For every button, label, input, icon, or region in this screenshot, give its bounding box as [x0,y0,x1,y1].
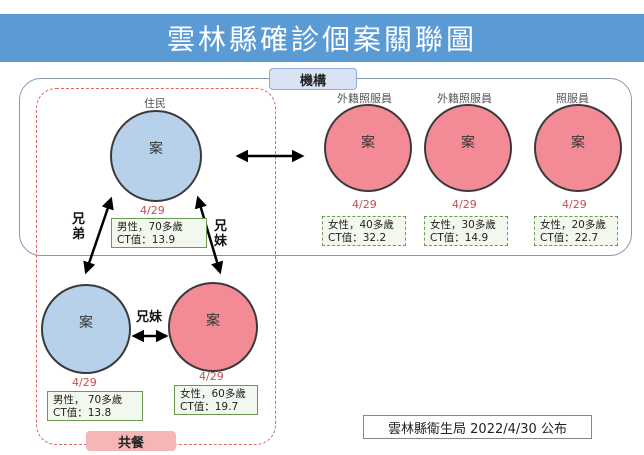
caregiver-case-node: 案 [534,104,622,192]
brother-case-label: 案 [79,315,93,331]
foreign1-case-node: 案 [324,104,412,192]
arrow-resident-brother [83,196,114,275]
resident-case-node: 案 [110,110,202,202]
foreign2-case-label: 案 [461,135,475,151]
brother-info: 男性， 70多歲 CT值：13.8 [47,391,143,421]
relation-siblings-horizontal-label: 兄妹 [136,310,163,325]
brother-case-node: 案 [41,284,131,374]
foreign1-date: 4/29 [352,198,377,211]
foreign2-role: 外籍照服員 [437,92,492,105]
resident-case-label: 案 [149,141,163,157]
caregiver-case-label: 案 [571,135,585,151]
arrow-resident-sister [194,195,224,275]
diagram-title: 雲林縣確診個案關聯圖 [166,23,477,56]
brother-date: 4/29 [72,376,97,389]
foreign1-case-label: 案 [361,135,375,151]
sister-info: 女性，60多歲 CT值：19.7 [174,385,258,415]
relation-brothers-label: 兄 弟 [72,212,86,242]
caregiver-role: 照服員 [556,92,589,105]
title-banner: 雲林縣確診個案關聯圖 [0,14,644,62]
resident-info: 男性，70多歲 CT值：13.9 [111,218,207,248]
sister-date: 4/29 [199,370,224,383]
foreign2-date: 4/29 [452,198,477,211]
sister-case-label: 案 [206,313,220,329]
source-note: 雲林縣衛生局 2022/4/30 公布 [363,415,592,439]
institution-group-label: 機構 [269,68,357,90]
meal-group-label: 共餐 [86,431,176,451]
caregiver-info: 女性，20多歲 CT值：22.7 [534,216,618,246]
foreign2-case-node: 案 [424,104,512,192]
caregiver-date: 4/29 [562,198,587,211]
foreign1-role: 外籍照服員 [337,92,392,105]
foreign1-info: 女性，40多歲 CT值：32.2 [322,216,406,246]
relation-siblings-vertical-label: 兄 妹 [214,219,228,249]
resident-role: 住民 [144,97,166,110]
sister-case-node: 案 [168,282,258,372]
resident-date: 4/29 [140,204,165,217]
foreign2-info: 女性，30多歲 CT值：14.9 [424,216,508,246]
